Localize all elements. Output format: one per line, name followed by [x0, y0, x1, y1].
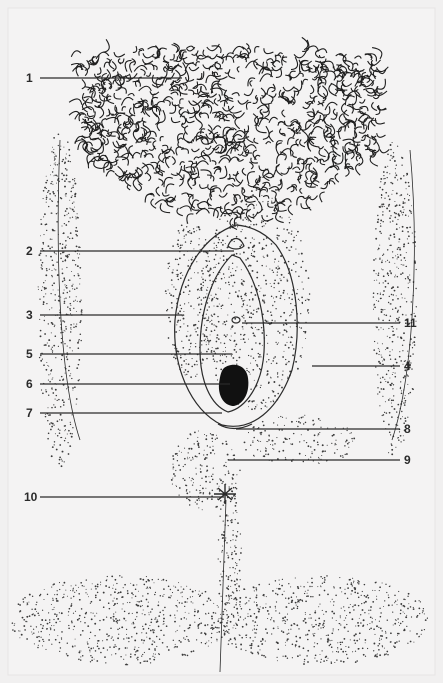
label-5: 5: [26, 347, 33, 361]
label-10: 10: [24, 490, 38, 504]
label-9: 9: [404, 453, 411, 467]
label-4: 4: [404, 359, 411, 373]
label-7: 7: [26, 406, 33, 420]
label-3: 3: [26, 308, 33, 322]
label-1: 1: [26, 71, 33, 85]
label-2: 2: [26, 244, 33, 258]
label-11: 11: [404, 316, 417, 330]
figure-frame: [8, 8, 435, 675]
label-6: 6: [26, 377, 33, 391]
label-8: 8: [404, 422, 411, 436]
